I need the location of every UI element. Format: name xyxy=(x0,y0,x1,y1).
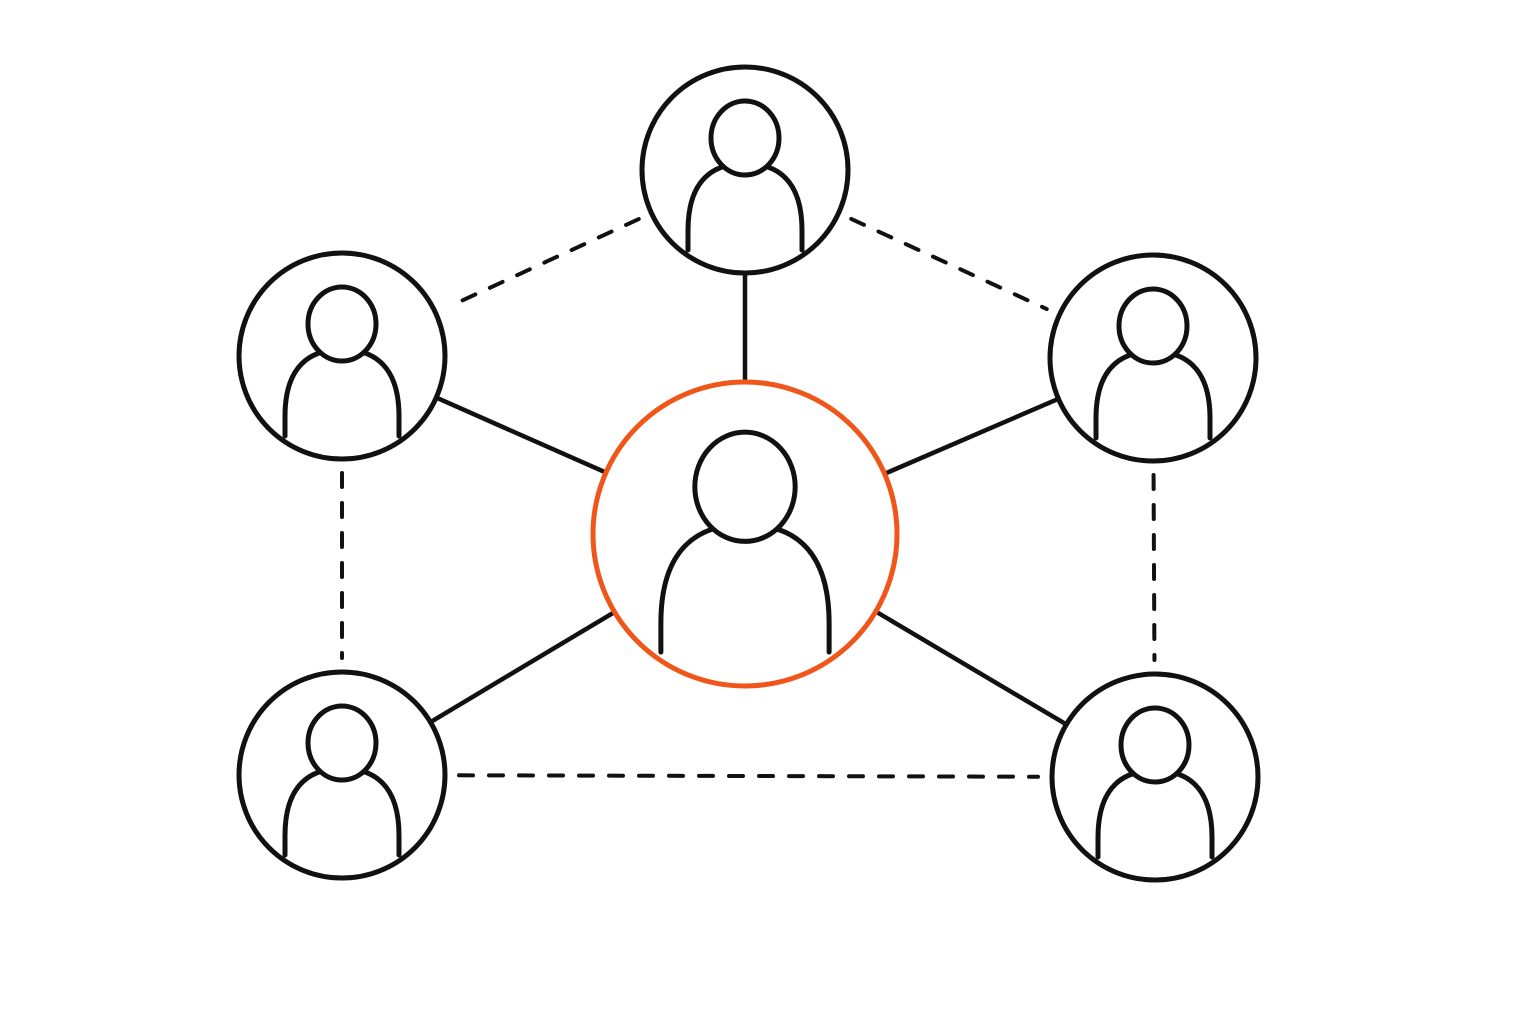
nodes-layer xyxy=(236,64,1261,883)
node-center xyxy=(590,379,900,689)
node-upper-left xyxy=(236,250,448,462)
person-icon xyxy=(282,284,402,439)
solid-link-center-to-upper-right xyxy=(882,396,1061,477)
person-head xyxy=(1116,286,1190,366)
person-icon xyxy=(1095,705,1215,860)
person-icon xyxy=(1093,286,1213,441)
dashed-link-lower-left-to-lower-right xyxy=(456,773,1041,779)
dashed-link-top-to-upper-right xyxy=(849,216,1049,312)
person-icon xyxy=(685,98,805,253)
person-head xyxy=(708,98,782,178)
node-lower-left xyxy=(236,669,448,881)
person-icon xyxy=(658,429,832,655)
dashed-link-top-to-upper-left xyxy=(446,217,641,309)
person-icon xyxy=(282,703,402,858)
person-head xyxy=(692,429,798,544)
solid-link-center-to-lower-right xyxy=(873,609,1069,727)
solid-link-center-to-lower-left xyxy=(428,609,617,725)
solid-link-center-to-upper-left xyxy=(433,395,609,475)
person-head xyxy=(305,703,379,783)
person-head xyxy=(305,284,379,364)
person-head xyxy=(1118,705,1192,785)
links-layer xyxy=(340,216,1157,779)
node-lower-right xyxy=(1049,671,1261,883)
dashed-link-upper-right-to-lower-right xyxy=(1151,472,1157,663)
node-upper-right xyxy=(1047,252,1259,464)
node-top xyxy=(639,64,851,276)
